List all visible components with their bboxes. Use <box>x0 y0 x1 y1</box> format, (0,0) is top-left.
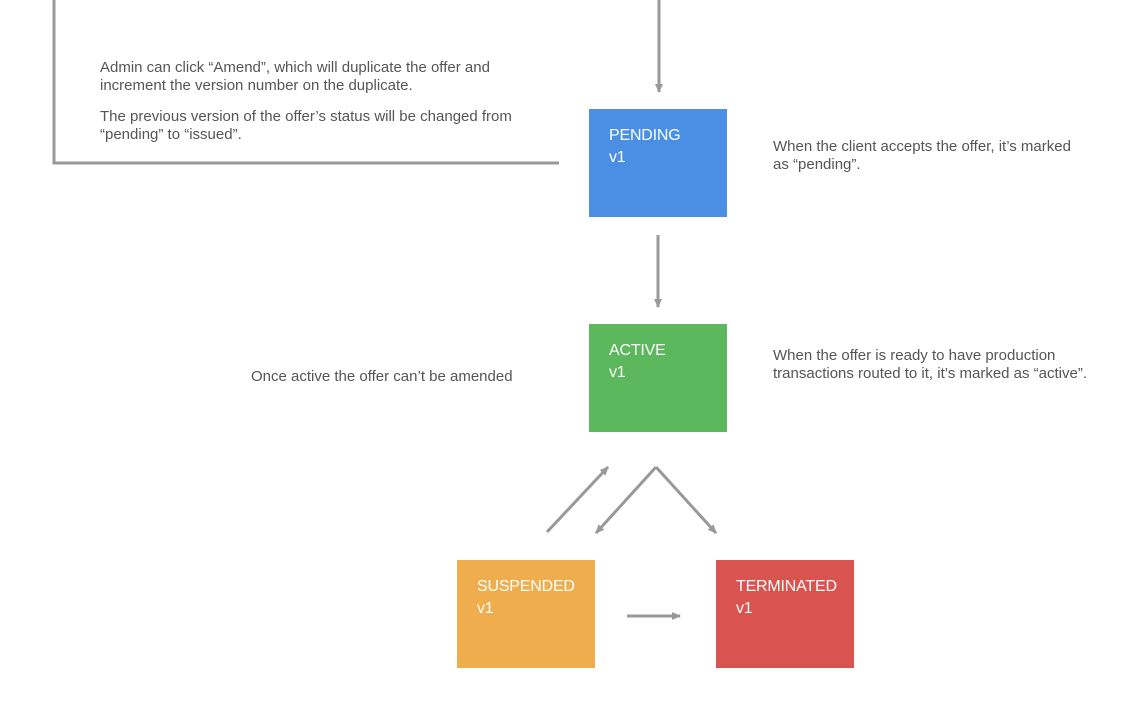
amend-note-duplicate: Admin can click “Amend”, which will dupl… <box>100 59 490 94</box>
arrow-active-to-terminated <box>654 465 718 535</box>
state-suspended-version: v1 <box>477 600 494 617</box>
active-note: When the offer is ready to have producti… <box>773 347 1088 382</box>
amend-note-previous-version: The previous version of the offer’s stat… <box>100 108 512 143</box>
state-active-name: ACTIVE <box>609 342 666 359</box>
pending-note: When the client accepts the offer, it’s … <box>773 138 1071 173</box>
state-terminated-name: TERMINATED <box>736 578 837 595</box>
amend-loop-line <box>52 0 559 165</box>
state-terminated-box: TERMINATED v1 <box>716 560 854 668</box>
state-pending-name: PENDING <box>609 127 681 144</box>
state-suspended-name: SUSPENDED <box>477 578 575 595</box>
state-pending-version: v1 <box>609 149 626 166</box>
state-terminated-version: v1 <box>736 600 753 617</box>
state-active-box: ACTIVE v1 <box>589 324 727 432</box>
arrow-active-to-suspended <box>594 465 658 535</box>
state-suspended-box: SUSPENDED v1 <box>457 560 595 668</box>
state-active-version: v1 <box>609 364 626 381</box>
state-pending-box: PENDING v1 <box>589 109 727 217</box>
arrow-suspended-to-active <box>545 465 610 534</box>
amend-note: Admin can click “Amend”, which will dupl… <box>100 59 550 144</box>
active-lock-note: Once active the offer can’t be amended <box>251 368 513 385</box>
